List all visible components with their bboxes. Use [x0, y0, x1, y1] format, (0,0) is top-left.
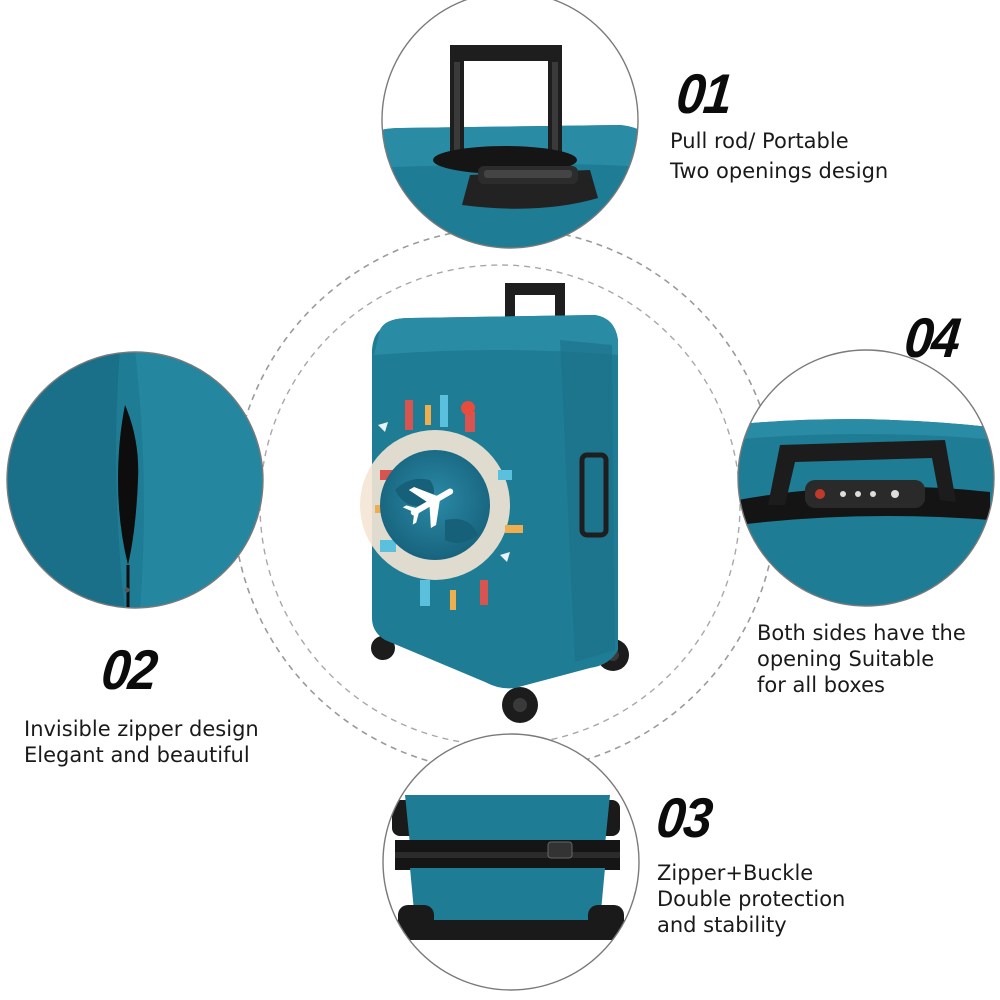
feature-number: 02 [98, 638, 160, 701]
feature-description: Pull rod/ Portable Two openings design [670, 128, 888, 184]
feature-line: Pull rod/ Portable [670, 129, 849, 153]
feature-line: and stability [657, 913, 787, 937]
feature-line: Elegant and beautiful [24, 743, 250, 767]
suitcase-pull-handle [505, 283, 565, 323]
feature-line: Invisible zipper design [24, 717, 259, 741]
feature-description: Both sides have the opening Suitable for… [757, 620, 966, 698]
feature-line: Two openings design [670, 159, 889, 183]
feature-number: 03 [653, 786, 715, 849]
detail-circle-zipper [6, 351, 264, 609]
feature-line: Both sides have the [757, 621, 966, 645]
detail-circle-buckle [382, 733, 640, 991]
detail-circle-side-handle [737, 349, 995, 607]
feature-description: Zipper+Buckle Double protection and stab… [657, 860, 845, 938]
feature-line: opening Suitable [757, 647, 935, 671]
world-travel-print [360, 395, 523, 610]
feature-line: for all boxes [757, 673, 885, 697]
airplane-graphic [402, 486, 454, 529]
detail-circle-pull-rod [381, 0, 639, 249]
feature-line: Zipper+Buckle [657, 861, 814, 885]
feature-line: Double protection [657, 887, 846, 911]
luggage-cover-illustration [360, 283, 629, 723]
feature-number: 01 [673, 62, 735, 125]
feature-description: Invisible zipper design Elegant and beau… [24, 716, 259, 768]
feature-number: 04 [901, 306, 963, 369]
